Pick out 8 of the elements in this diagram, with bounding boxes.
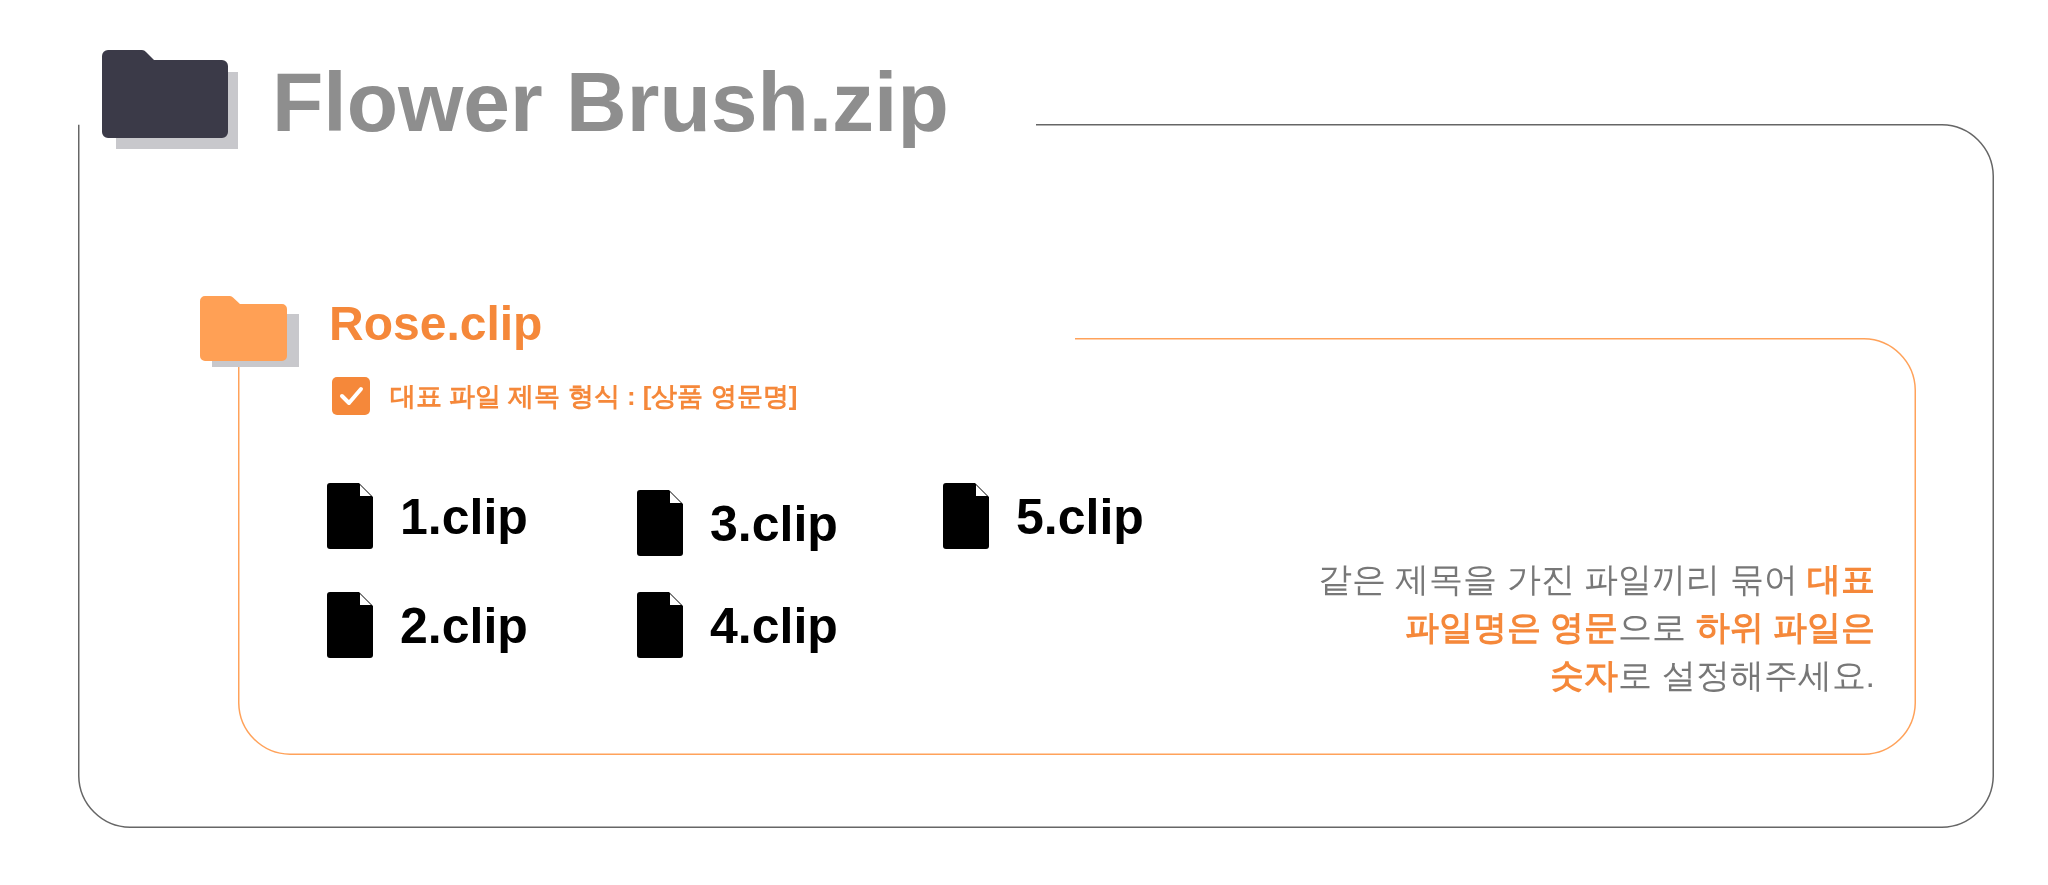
instruction-text: 같은 제목을 가진 파일끼리 묶어 대표 파일명은 영문으로 하위 파일은 숫자로 설정해주세요. (1316, 559, 1875, 696)
file-name: 3.clip (710, 496, 838, 552)
file-name: 4.clip (710, 598, 838, 654)
file-name: 5.clip (1016, 489, 1144, 545)
subfolder-title: Rose.clip (329, 300, 543, 348)
file-name: 2.clip (400, 598, 528, 654)
naming-rule-note: 대표 파일 제목 형식 : [상품 영문명] (390, 380, 798, 413)
file-name: 1.clip (400, 489, 528, 545)
